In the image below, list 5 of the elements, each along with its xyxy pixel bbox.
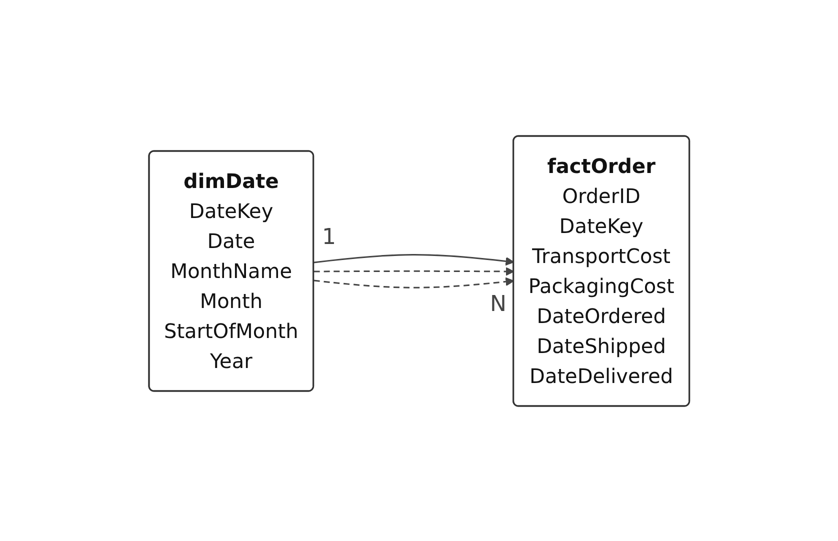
arrow xyxy=(314,253,514,266)
arrow xyxy=(314,266,514,276)
arrow xyxy=(314,276,514,288)
cardinality-label: 1 xyxy=(322,225,336,250)
cardinality-label: N xyxy=(490,292,506,317)
